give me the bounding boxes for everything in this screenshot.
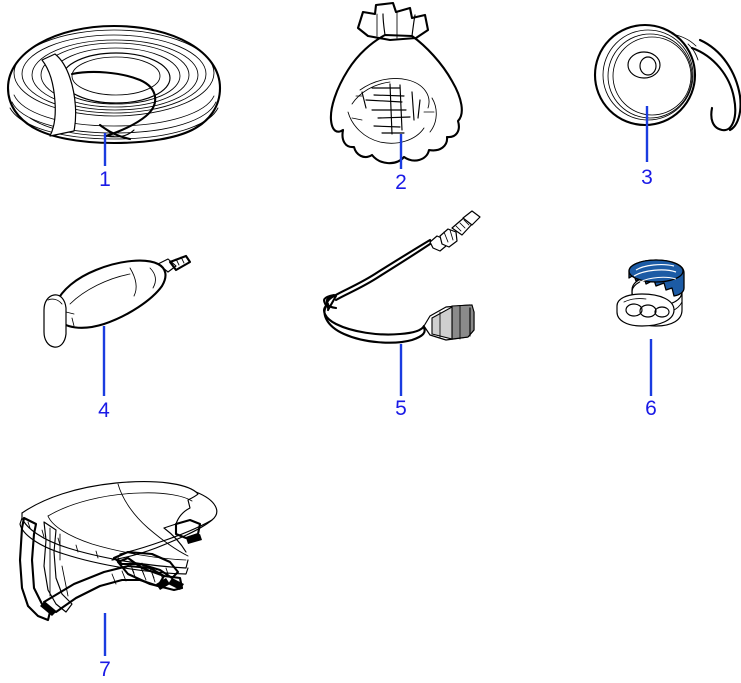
part-label-5: 5 bbox=[395, 397, 407, 420]
part-4-sealant-tube[interactable] bbox=[43, 254, 192, 348]
part-label-3: 3 bbox=[641, 166, 653, 189]
part-6-splice-connector[interactable] bbox=[616, 259, 685, 327]
part-3-tape-roll[interactable] bbox=[593, 23, 741, 132]
part-label-2: 2 bbox=[395, 171, 407, 194]
part-label-7: 7 bbox=[99, 658, 111, 681]
part-5-antenna-cable[interactable] bbox=[322, 210, 481, 344]
part-label-6: 6 bbox=[645, 397, 657, 420]
part-label-1: 1 bbox=[99, 168, 111, 191]
part-2-parts-bag[interactable] bbox=[329, 1, 463, 165]
part-7-roof-panel[interactable] bbox=[18, 481, 218, 622]
part-label-4: 4 bbox=[98, 399, 110, 422]
part-1-wire-coil[interactable] bbox=[6, 24, 222, 145]
